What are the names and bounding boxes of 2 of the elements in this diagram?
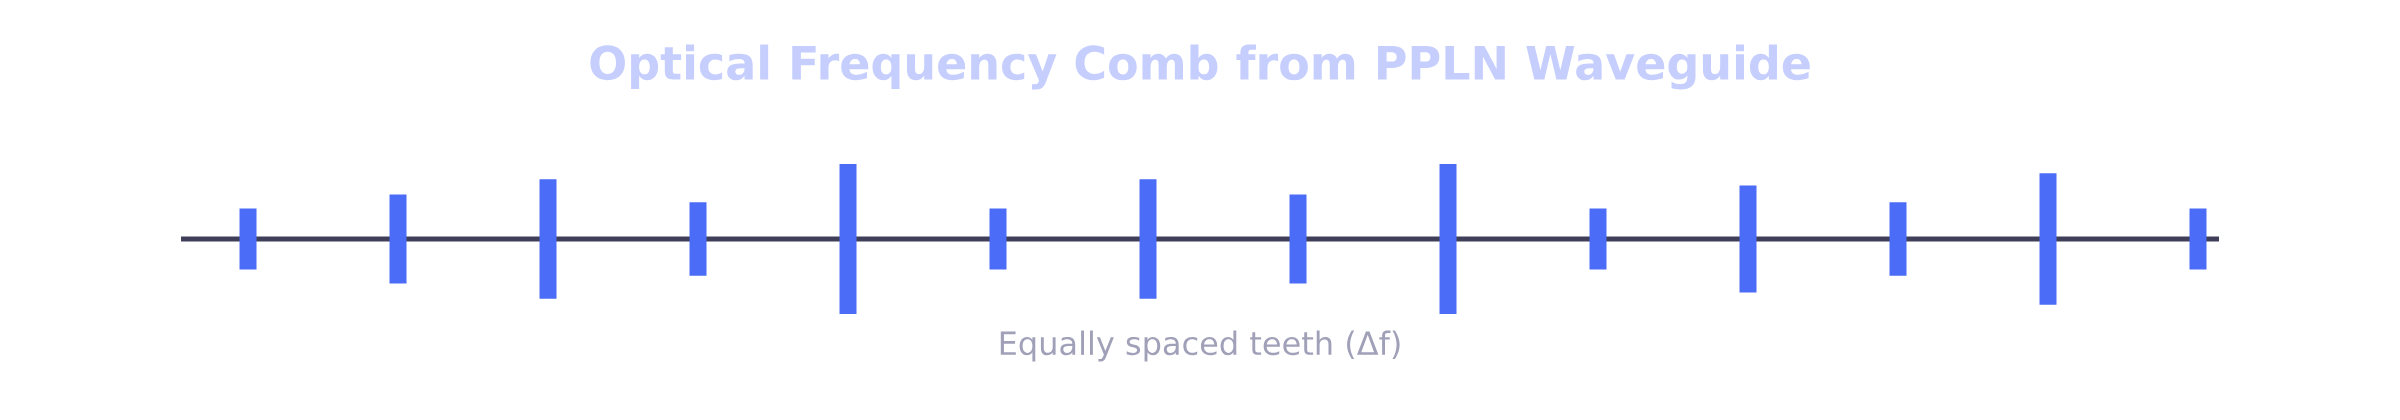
title: Optical Frequency Comb from PPLN Waveguide bbox=[590, 44, 1810, 90]
caption-label: Equally spaced teeth (Δf) bbox=[1000, 330, 1400, 362]
